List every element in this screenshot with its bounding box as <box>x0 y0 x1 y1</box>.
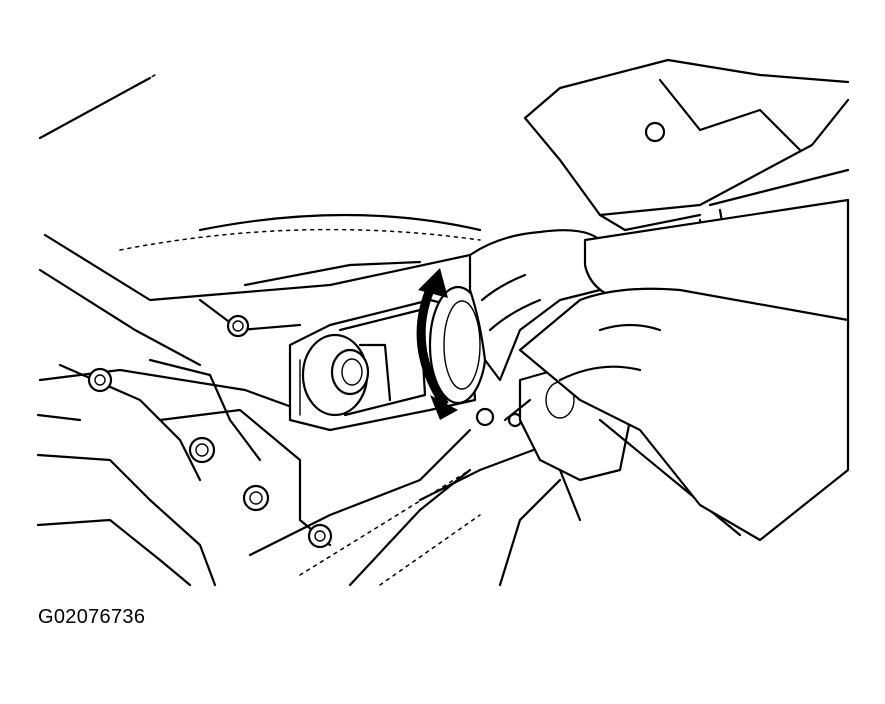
bolt-icon <box>188 436 216 464</box>
driveshaft-flange <box>428 285 488 405</box>
rotation-arrow-icon <box>416 268 458 420</box>
bolt-heads <box>87 121 666 549</box>
bolt-icon <box>475 407 495 427</box>
crossmember-bracket <box>36 408 562 587</box>
bolt-icon <box>644 121 666 143</box>
bolt-icon <box>242 484 270 512</box>
bolt-icon <box>307 523 333 549</box>
universal-joint-yoke <box>301 333 370 417</box>
figure-id-label: G02076736 <box>38 606 146 628</box>
bolt-icon <box>87 367 113 393</box>
bolt-icon <box>226 314 250 338</box>
technician-hands <box>468 198 850 542</box>
